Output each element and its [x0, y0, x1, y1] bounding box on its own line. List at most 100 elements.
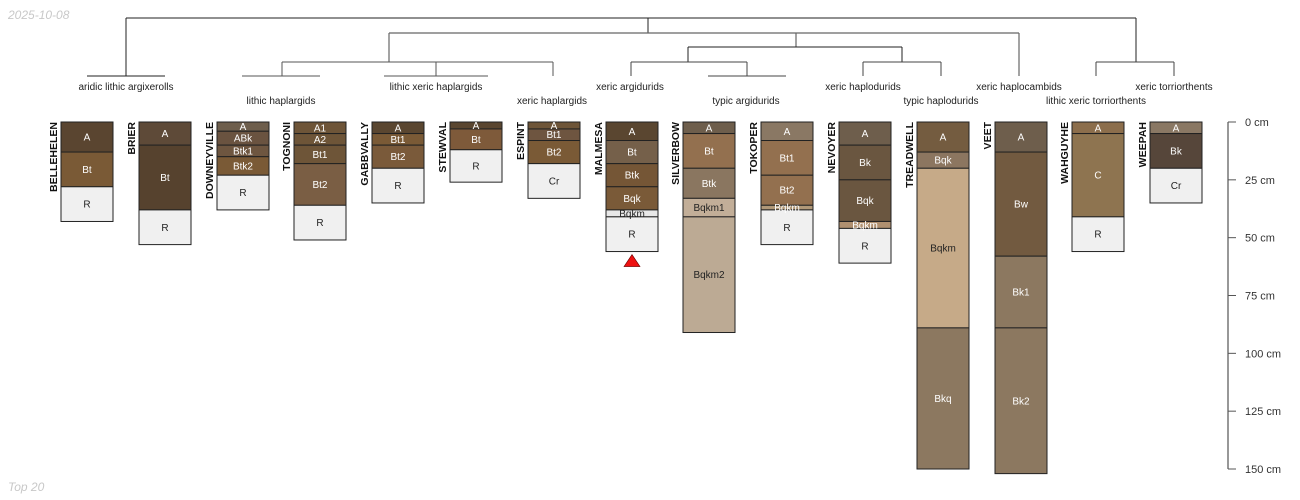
axis-tick-label: 50 cm	[1245, 233, 1275, 245]
horizon-label: R	[83, 200, 90, 211]
horizon-label: A	[706, 123, 713, 134]
profile-name: MALMESA	[593, 122, 605, 175]
axis-tick-label: 0 cm	[1245, 117, 1269, 129]
horizon-label: A	[240, 122, 247, 133]
top-n-watermark: Top 20	[8, 480, 45, 494]
taxon-label: xeric torriorthents	[1135, 82, 1212, 93]
horizon-label: A	[1018, 133, 1025, 144]
profile-wahguyhe[interactable]: WAHGUYHE	[1059, 121, 1125, 253]
horizon-label: Bk2	[1012, 396, 1030, 407]
profile-name: WEEPAH	[1137, 122, 1149, 167]
horizon-label: A	[1173, 123, 1180, 134]
taxon-label: typic argidurids	[712, 96, 779, 107]
horizon-label: R	[628, 230, 635, 241]
taxon-label: lithic xeric torriorthents	[1046, 96, 1146, 107]
horizon-label: Bt	[471, 135, 481, 146]
profile-name: WAHGUYHE	[1059, 122, 1071, 184]
profile-bellehelen[interactable]: BELLEHELEN	[48, 121, 114, 222]
horizon	[994, 327, 1048, 475]
horizon	[605, 216, 659, 253]
taxon-label: xeric haplargids	[517, 96, 587, 107]
horizon-label: Cr	[1171, 181, 1182, 192]
horizon-label: A	[940, 133, 947, 144]
horizon-label: A	[162, 129, 169, 140]
horizon	[1071, 133, 1125, 218]
taxon-label: xeric haplocambids	[976, 82, 1062, 93]
horizon-label: A2	[314, 135, 327, 146]
horizon-label: R	[861, 241, 868, 252]
profile-silverbow[interactable]: SILVERBOW	[670, 121, 736, 334]
profile-tognoni[interactable]: TOGNONI	[281, 121, 347, 241]
horizon-label: Bt1	[546, 130, 561, 141]
horizon-label: A1	[314, 123, 327, 134]
horizon	[1149, 167, 1203, 204]
horizon-label: Bqkm	[930, 244, 956, 255]
horizon-label: Bk	[1170, 146, 1183, 157]
horizon	[916, 327, 970, 470]
horizon	[682, 133, 736, 169]
horizon-label: A	[84, 133, 91, 144]
profile-name: ESPINT	[515, 121, 527, 160]
horizon	[138, 209, 192, 246]
profile-stewval[interactable]: STEWVAL	[437, 121, 503, 183]
horizon	[760, 209, 814, 246]
profile-treadwell[interactable]: TREADWELL	[904, 121, 970, 470]
horizon-label: ABk	[234, 134, 253, 145]
horizon	[60, 186, 114, 222]
profile-nevoyer[interactable]: NEVOYER	[826, 121, 892, 264]
axis-tick-label: 150 cm	[1245, 464, 1281, 476]
horizon-label: R	[394, 181, 401, 192]
profile-name: VEET	[982, 121, 994, 149]
horizon-label: Btk	[625, 171, 640, 182]
horizon-label: Bt2	[546, 148, 561, 159]
profile-gabbvally[interactable]: GABBVALLY	[359, 121, 425, 204]
profile-name: TOKOPER	[748, 122, 760, 174]
horizon	[994, 255, 1048, 329]
profile-name: NEVOYER	[826, 122, 838, 174]
horizon	[60, 151, 114, 188]
horizon	[682, 167, 736, 199]
profile-brier[interactable]: BRIER	[126, 121, 192, 246]
profile-veet[interactable]: VEET	[982, 121, 1048, 475]
horizon	[449, 149, 503, 183]
horizon-label: Bt2	[390, 152, 405, 163]
horizon-label: R	[316, 218, 323, 229]
horizon-label: R	[783, 223, 790, 234]
profile-espint[interactable]: ESPINT	[515, 121, 581, 199]
horizon	[293, 163, 347, 206]
horizon-label: Bqkm2	[693, 270, 725, 281]
horizon-label: Bt2	[779, 186, 794, 197]
profile-weepah[interactable]: WEEPAH	[1137, 121, 1203, 204]
horizon-label: Bt	[82, 165, 92, 176]
taxon-label: typic haplodurids	[903, 96, 978, 107]
horizon	[838, 179, 892, 222]
horizon-label: A	[1095, 123, 1102, 134]
axis-tick-label: 75 cm	[1245, 291, 1275, 303]
horizon-label: Bt	[160, 173, 170, 184]
horizon	[216, 174, 270, 211]
horizon	[994, 151, 1048, 257]
taxon-label: xeric haplodurids	[825, 82, 901, 93]
horizon-label: Bt2	[312, 180, 327, 191]
horizon-label: Bqkm	[852, 220, 878, 231]
horizon-label: Cr	[549, 176, 560, 187]
horizon-label: Bt1	[312, 150, 327, 161]
profile-malmesa[interactable]: MALMESA	[593, 121, 659, 267]
horizon	[527, 163, 581, 199]
horizon-label: Bkq	[934, 394, 951, 405]
horizon-label: Btk1	[233, 146, 253, 157]
profile-name: TREADWELL	[904, 121, 916, 187]
profile-name: SILVERBOW	[670, 122, 682, 185]
profile-name: STEWVAL	[437, 121, 449, 172]
horizon-label: Bk1	[1012, 288, 1030, 299]
horizon	[293, 204, 347, 241]
profile-tokoper[interactable]: TOKOPER	[748, 121, 814, 246]
horizon-label: R	[472, 161, 479, 172]
horizon-labels: ABtRABtRAABkBtk1Btk2RA1A2Bt1Bt2RABt1Bt2R…	[82, 121, 1183, 407]
horizon-label: R	[239, 188, 246, 199]
profile-downeyville[interactable]: DOWNEYVILLE	[204, 121, 270, 211]
